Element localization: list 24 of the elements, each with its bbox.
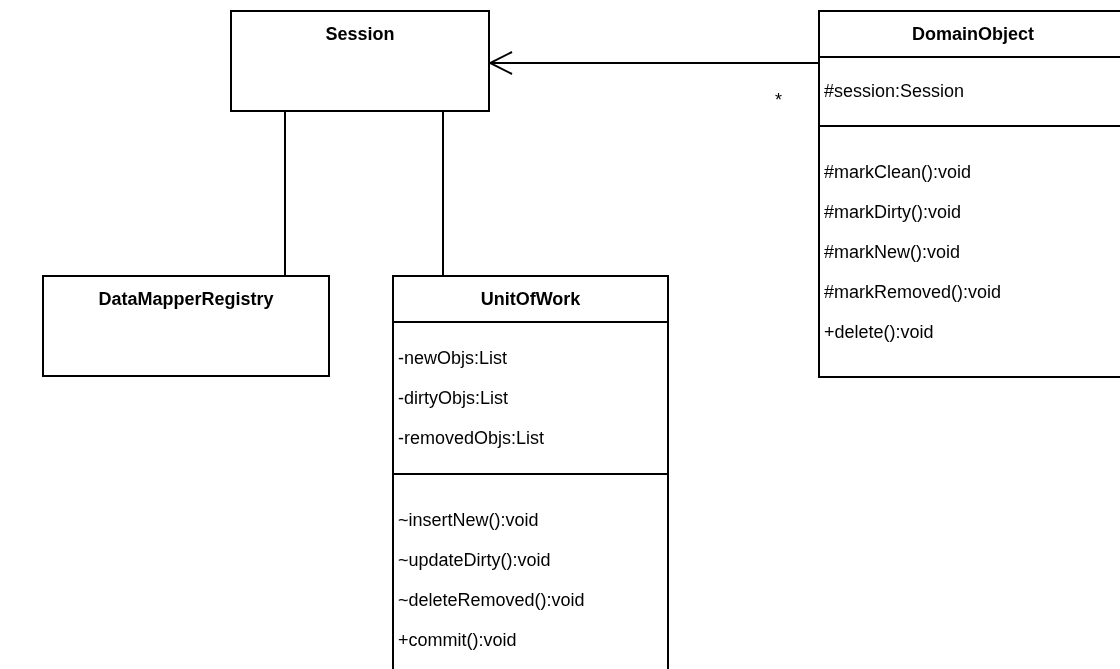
class-box	[392, 275, 669, 669]
class-member: #markRemoved():void	[824, 280, 1003, 304]
class-member: #markNew():void	[824, 240, 962, 264]
class-name: UnitOfWork	[480, 288, 581, 311]
class-name: DomainObject	[912, 23, 1034, 46]
class-name: Session	[325, 23, 395, 46]
class-member: #markDirty():void	[824, 200, 962, 224]
class-member: -newObjs:List	[398, 347, 509, 370]
class-member: #markClean():void	[824, 160, 973, 184]
class-member: -dirtyObjs:List	[398, 387, 510, 410]
class-member: +commit():void	[398, 629, 518, 652]
class-name: DataMapperRegistry	[98, 288, 274, 311]
class-member: #session:Session	[824, 80, 966, 104]
class-box	[42, 275, 330, 377]
association-line	[442, 111, 444, 276]
class-member: ~updateDirty():void	[398, 549, 552, 572]
class-member: ~insertNew():void	[398, 509, 540, 532]
class-box	[230, 10, 490, 112]
class-box	[818, 10, 1120, 378]
arrow	[489, 51, 819, 75]
class-member: +delete():void	[824, 320, 935, 344]
association-line	[284, 111, 286, 276]
class-member: -removedObjs:List	[398, 427, 546, 450]
class-member: ~deleteRemoved():void	[398, 589, 586, 612]
